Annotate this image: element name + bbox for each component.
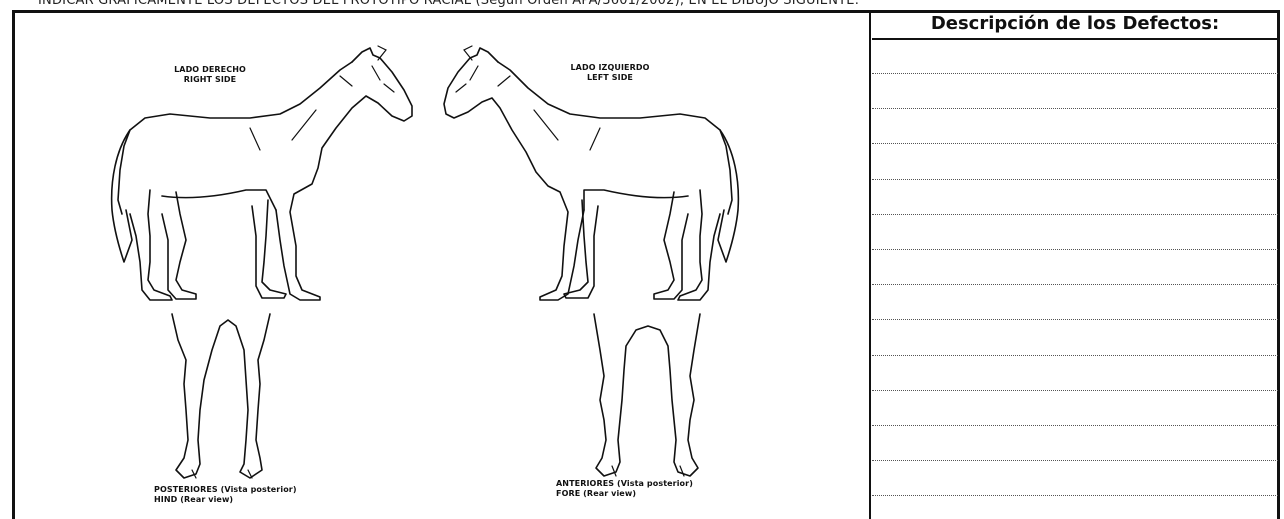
- right-side-label-en: RIGHT SIDE: [165, 75, 255, 85]
- fore-label: ANTERIORES (Vista posterior) FORE (Rear …: [556, 479, 736, 499]
- defect-writing-line[interactable]: [872, 284, 1278, 285]
- hind-label: POSTERIORES (Vista posterior) HIND (Rear…: [154, 485, 334, 505]
- hind-label-en: HIND (Rear view): [154, 495, 334, 505]
- horse-diagram[interactable]: [0, 0, 870, 519]
- defect-writing-line[interactable]: [872, 355, 1278, 356]
- defect-writing-line[interactable]: [872, 143, 1278, 144]
- hind-label-es: POSTERIORES (Vista posterior): [154, 485, 334, 495]
- horse-left-side-figure: [444, 46, 738, 300]
- defect-writing-line[interactable]: [872, 425, 1278, 426]
- defect-writing-line[interactable]: [872, 249, 1278, 250]
- horse-right-side-figure: [112, 46, 412, 300]
- defect-writing-line[interactable]: [872, 460, 1278, 461]
- defect-writing-line[interactable]: [872, 179, 1278, 180]
- defect-writing-line[interactable]: [872, 319, 1278, 320]
- title-underline: [872, 38, 1278, 40]
- right-side-label: LADO DERECHO RIGHT SIDE: [165, 65, 255, 85]
- right-side-label-es: LADO DERECHO: [165, 65, 255, 75]
- defect-writing-line[interactable]: [872, 214, 1278, 215]
- fore-legs-rear-view-figure: [594, 314, 700, 476]
- defect-writing-line[interactable]: [872, 108, 1278, 109]
- left-side-label-es: LADO IZQUIERDO: [565, 63, 655, 73]
- defect-writing-line[interactable]: [872, 390, 1278, 391]
- defect-writing-line[interactable]: [872, 495, 1278, 496]
- defects-panel-title: Descripción de los Defectos:: [872, 11, 1278, 37]
- defect-writing-line[interactable]: [872, 73, 1278, 74]
- hind-legs-rear-view-figure: [172, 314, 270, 478]
- fore-label-es: ANTERIORES (Vista posterior): [556, 479, 736, 489]
- fore-label-en: FORE (Rear view): [556, 489, 736, 499]
- left-side-label-en: LEFT SIDE: [565, 73, 655, 83]
- left-side-label: LADO IZQUIERDO LEFT SIDE: [565, 63, 655, 83]
